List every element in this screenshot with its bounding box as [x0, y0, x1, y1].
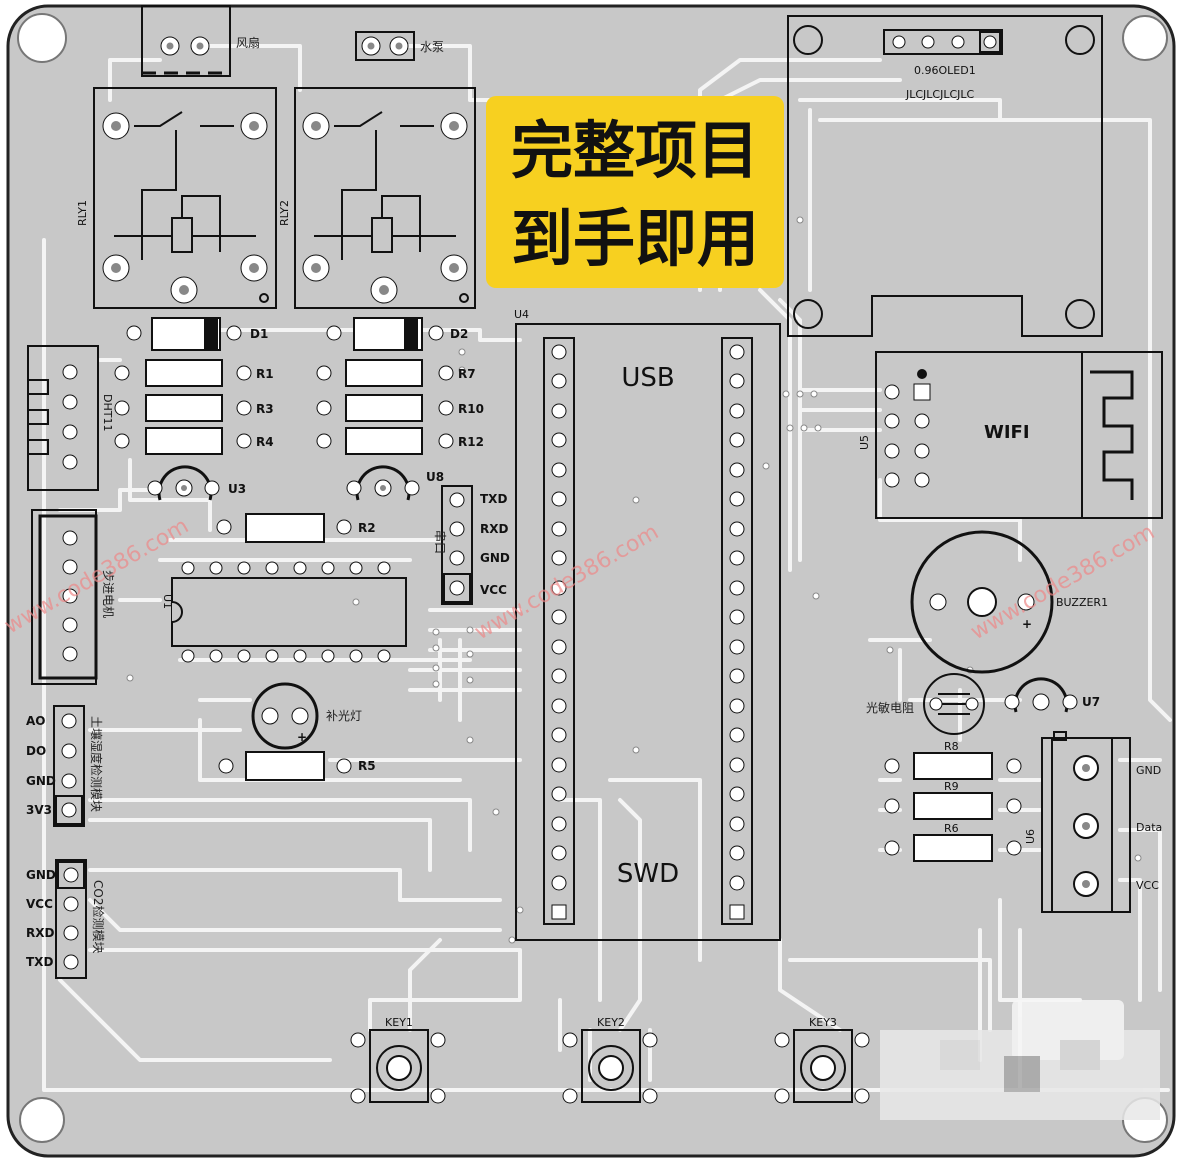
relay-2: RLY2 — [278, 87, 476, 309]
u6-label: U6 — [1024, 829, 1037, 844]
soil-label: 土壤湿度检测模块 — [89, 716, 104, 812]
relay-1: RLY1 — [76, 87, 277, 309]
rly1-label: RLY1 — [76, 200, 89, 226]
co2-pin-gnd: GND — [26, 868, 56, 882]
r3-label: R3 — [256, 402, 274, 416]
diode-d2: D2 — [326, 317, 468, 351]
pump-connector: 水泵 — [355, 31, 444, 61]
wifi-module: WIFI U5 — [858, 351, 1163, 519]
resistors-left — [114, 359, 252, 455]
u6-pin-data: Data — [1136, 821, 1162, 834]
buzzer-label: BUZZER1 — [1056, 596, 1108, 609]
soil-pin-3v3: 3V3 — [26, 803, 52, 817]
photo-label: 光敏电阻 — [866, 700, 914, 715]
buzzer: + BUZZER1 — [910, 530, 1108, 674]
diode-d1: D1 — [126, 317, 268, 351]
soil-pin-ao: AO — [26, 714, 46, 728]
promo-banner: 完整项目 到手即用 — [486, 96, 784, 288]
swd-label: SWD — [617, 859, 679, 889]
key-2: KEY2 — [562, 1016, 658, 1104]
co2-label: CO2检测模块 — [91, 880, 106, 953]
transistor-u3: U3 — [147, 465, 246, 501]
u7-label: U7 — [1082, 695, 1100, 709]
terminal-u6: GND Data VCC U6 — [1024, 731, 1162, 913]
fan-connector: 风扇 — [141, 5, 260, 77]
oled-module: 0.96OLED1 JLCJLCJLCJLC — [787, 15, 1103, 337]
transistor-u8: U8 — [346, 465, 444, 501]
r4-label: R4 — [256, 435, 274, 449]
mcu-right-pins — [729, 344, 745, 920]
serial-label: 串口 — [433, 530, 447, 554]
r2-label: R2 — [358, 521, 376, 535]
rly2-label: RLY2 — [278, 200, 291, 226]
u6-pin-vcc: VCC — [1136, 879, 1159, 892]
wifi-label: WIFI — [984, 422, 1030, 443]
fan-label: 风扇 — [236, 35, 260, 50]
u3-label: U3 — [228, 482, 246, 496]
d1-label: D1 — [250, 327, 268, 341]
d2-label: D2 — [450, 327, 468, 341]
fill-light-led: + 补光灯 — [251, 682, 362, 750]
dht11-label: DHT11 — [101, 394, 114, 431]
r12-label: R12 — [458, 435, 484, 449]
vias — [126, 216, 1142, 944]
resistors-right-bottom — [884, 752, 1022, 862]
u1-label: U1 — [161, 594, 174, 609]
key-3: KEY3 — [774, 1016, 870, 1104]
resistors-right — [316, 359, 454, 455]
soil-pin-gnd: GND — [26, 774, 56, 788]
r1-label: R1 — [256, 367, 274, 381]
photoresistor: 光敏电阻 — [866, 673, 985, 735]
soil-pin-do: DO — [26, 744, 46, 758]
stepper-connector: 步进电机 — [31, 509, 115, 685]
r8-label: R8 — [944, 740, 959, 753]
banner-line-2: 到手即用 — [511, 202, 759, 275]
r6-label: R6 — [944, 822, 959, 835]
key1-label: KEY1 — [385, 1016, 413, 1029]
key2-label: KEY2 — [597, 1016, 625, 1029]
soil-moisture-connector: AO DO GND 3V3 土壤湿度检测模块 — [26, 705, 104, 827]
pump-label: 水泵 — [420, 40, 444, 54]
r10-label: R10 — [458, 402, 484, 416]
serial-pin-rxd: RXD — [480, 522, 508, 536]
serial-pin-txd: TXD — [480, 492, 507, 506]
u5-label: U5 — [858, 435, 871, 450]
u8-label: U8 — [426, 470, 444, 484]
co2-pin-vcc: VCC — [26, 897, 53, 911]
serial-header: TXD RXD GND VCC 串口 — [433, 485, 510, 605]
resistor-r2 — [216, 513, 352, 543]
banner-line-1: 完整项目 — [511, 114, 759, 187]
ic-u1: U1 — [161, 561, 407, 663]
fill-light-plus: + — [297, 730, 307, 744]
oled-name-label: 0.96OLED1 — [914, 64, 976, 77]
oled-sub-label: JLCJLCJLCJLC — [905, 88, 975, 101]
r9-label: R9 — [944, 780, 959, 793]
buzzer-plus: + — [1022, 617, 1032, 631]
co2-pin-txd: TXD — [26, 955, 53, 969]
stepper-label: 步进电机 — [101, 570, 115, 618]
u6-pin-gnd: GND — [1136, 764, 1161, 777]
u4-label: U4 — [514, 308, 529, 321]
co2-pin-rxd: RXD — [26, 926, 54, 940]
serial-pin-vcc: VCC — [480, 583, 507, 597]
usb-label: USB — [621, 363, 674, 393]
r5-label: R5 — [358, 759, 376, 773]
fill-light-label: 补光灯 — [326, 709, 362, 723]
key3-label: KEY3 — [809, 1016, 837, 1029]
co2-connector: GND VCC RXD TXD CO2检测模块 — [26, 859, 106, 979]
transistor-u7: U7 — [1004, 677, 1100, 713]
key-1: KEY1 — [350, 1016, 446, 1104]
serial-pin-gnd: GND — [480, 551, 510, 565]
r7-label: R7 — [458, 367, 476, 381]
resistor-r5 — [218, 751, 352, 781]
dht11-connector: DHT11 — [27, 345, 114, 491]
mcu-u4: U4 USB SWD — [514, 308, 781, 941]
blurred-overlay — [880, 1000, 1160, 1120]
mcu-left-pins — [551, 344, 567, 920]
